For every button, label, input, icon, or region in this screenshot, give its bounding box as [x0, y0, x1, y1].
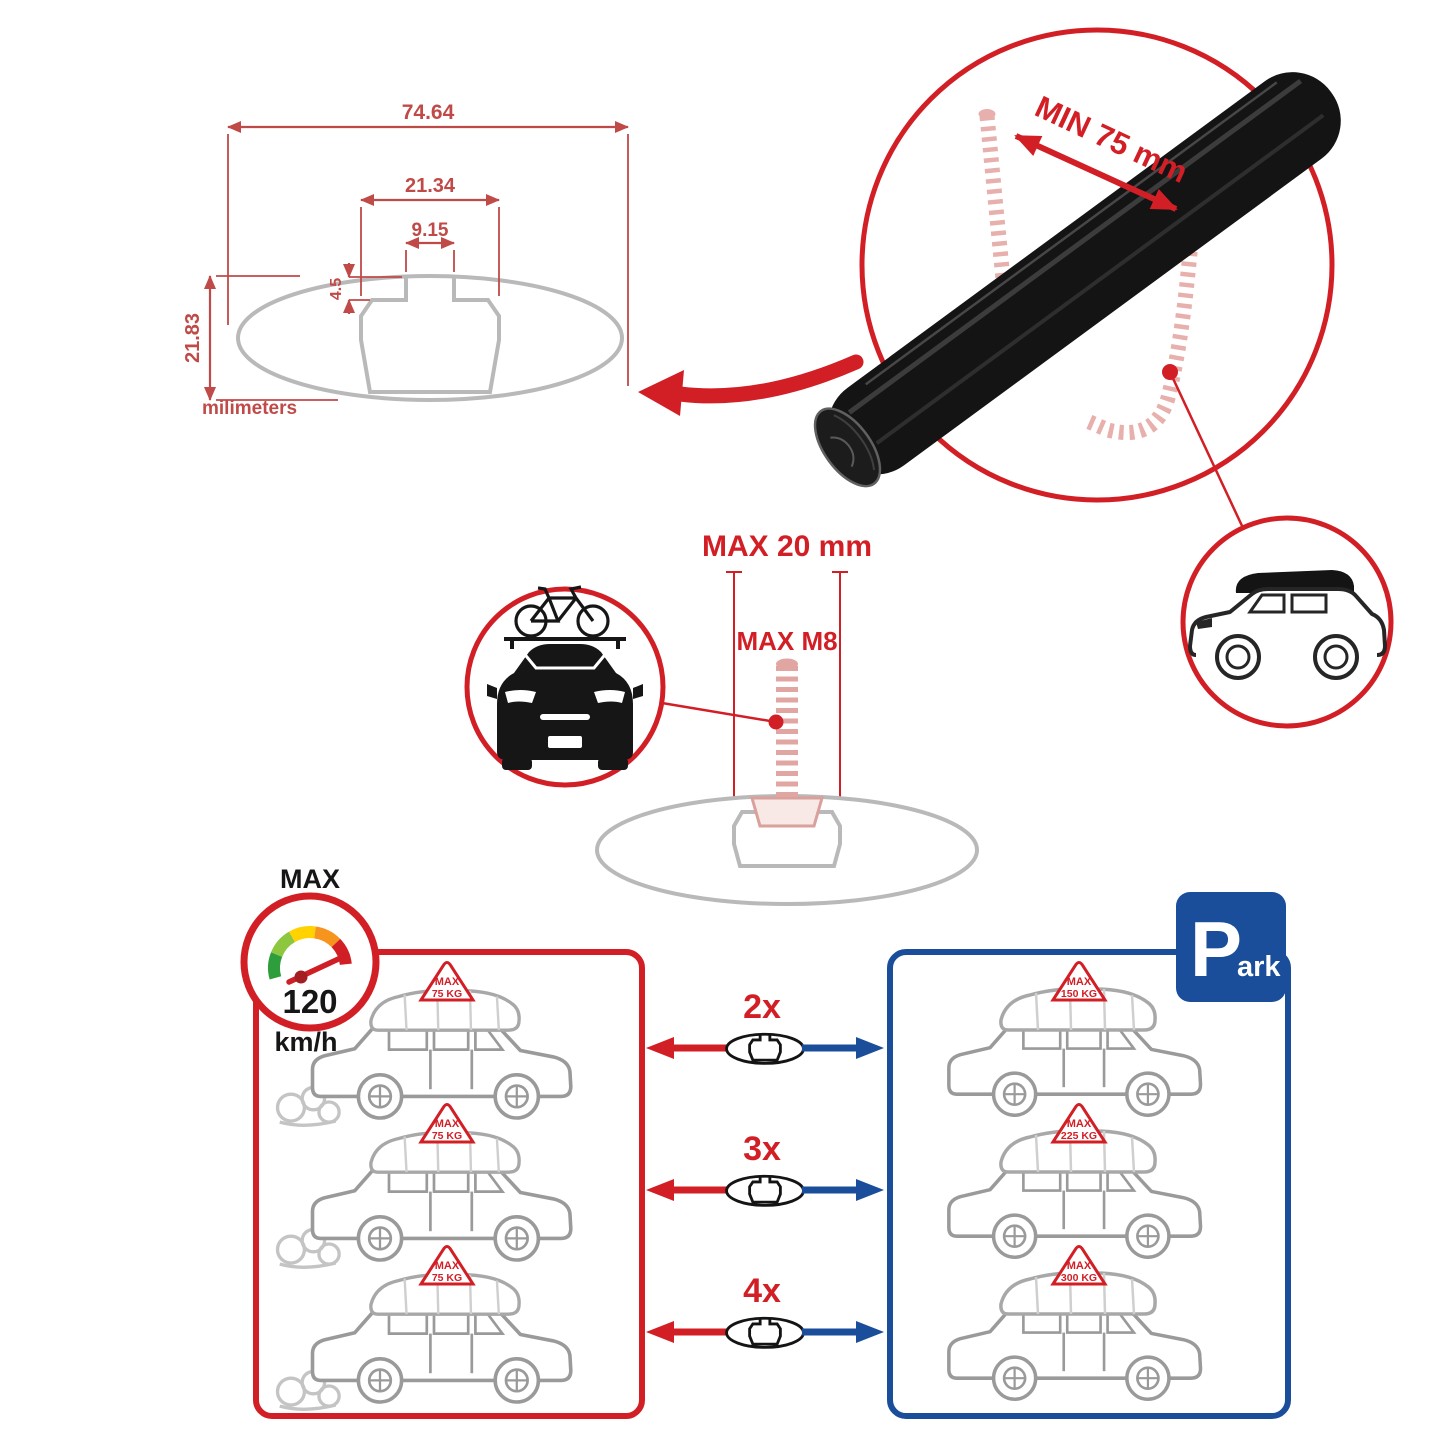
- bolt-detail: MAX 20 mm MAX M8: [464, 530, 979, 906]
- dim-channel-width: 21.34: [405, 175, 456, 197]
- bolt-point-dot: [768, 714, 784, 730]
- max-bolt-length-label: MAX 20 mm: [702, 530, 872, 563]
- load-tag: MAX 75 KG: [418, 1245, 476, 1286]
- tag-max: MAX: [1067, 976, 1092, 988]
- bolt-callout-line: [661, 701, 777, 724]
- tag-weight: 75 KG: [432, 988, 462, 1000]
- parked-car-1: MAX 150 KG: [947, 961, 1203, 1117]
- headlight: [1196, 618, 1212, 629]
- load-tag: MAX 225 KG: [1050, 1103, 1108, 1144]
- bar-profile-ellipse: [236, 274, 624, 402]
- dim-total-width: 74.64: [402, 101, 455, 124]
- bolt-head: [750, 796, 824, 828]
- parked-car-2: MAX 225 KG: [947, 1103, 1203, 1259]
- load-tag: MAX 300 KG: [1050, 1245, 1108, 1286]
- crossbar-profile-icon: [725, 1032, 805, 1065]
- driving-car-3: MAX 75 KG: [275, 1245, 573, 1411]
- multiplier-label: 3x: [743, 1130, 781, 1168]
- headlight-right: [594, 690, 625, 703]
- multiplier-row-3: 4x: [646, 1272, 884, 1349]
- load-tag: MAX 150 KG: [1050, 961, 1108, 1002]
- speed-units: km/h: [274, 1027, 337, 1057]
- dim-total-height: 21.83: [182, 313, 204, 363]
- tag-max: MAX: [435, 976, 460, 988]
- min-grip-arrow: [1014, 133, 1178, 212]
- speed-value: 120: [282, 983, 337, 1020]
- tag-max: MAX: [435, 1118, 460, 1130]
- profile-dimension-drawing: 74.64 21.34 9.15 4.5 21.83 milimeters: [182, 101, 629, 419]
- usage-panels: MAX 120 km/h MAX 75 KG: [240, 864, 1291, 1419]
- gauge-arc: [268, 926, 352, 980]
- dim-slot-width: 9.15: [412, 220, 449, 241]
- right-arrow-icon: [856, 1321, 884, 1343]
- bar-profile-channel: [359, 277, 501, 394]
- tag-weight: 75 KG: [432, 1130, 462, 1142]
- multiplier-label: 2x: [743, 988, 781, 1026]
- parking-sign-p: P: [1190, 905, 1242, 993]
- tag-max: MAX: [1067, 1260, 1092, 1272]
- bar-end-cap: [813, 407, 882, 488]
- speed-limit-gauge: MAX 120 km/h: [240, 864, 380, 1057]
- speed-max-label: MAX: [280, 864, 340, 894]
- bike-on-car-view: [464, 585, 666, 788]
- tag-weight: 75 KG: [432, 1272, 462, 1284]
- tag-weight: 225 KG: [1061, 1130, 1097, 1142]
- units-label: milimeters: [202, 398, 297, 419]
- bicycle-icon: [514, 585, 610, 638]
- suv-roofbox-view: [1180, 515, 1394, 729]
- bolt-dimension-lines: [726, 571, 848, 798]
- faded-profile-channel: [732, 799, 842, 868]
- crossbar-3d: [813, 72, 1341, 488]
- crossbar-profile-icon: [725, 1316, 805, 1349]
- multiplier-label: 4x: [743, 1272, 781, 1310]
- max-thread-label: MAX M8: [736, 626, 837, 656]
- car-front-body: [497, 644, 633, 760]
- right-arrow-icon: [856, 1037, 884, 1059]
- multiplier-row-2: 3x: [646, 1130, 884, 1207]
- tag-max: MAX: [435, 1260, 460, 1272]
- tag-max: MAX: [1067, 1118, 1092, 1130]
- left-arrow-icon: [646, 1179, 674, 1201]
- callout-line: [1168, 371, 1245, 529]
- parking-sign: P ark: [1176, 892, 1286, 1002]
- left-arrow-icon: [646, 1321, 674, 1343]
- right-arrow-icon: [856, 1179, 884, 1201]
- section-pointer-arrow: [638, 354, 864, 416]
- crossbar-profile-icon: [725, 1174, 805, 1207]
- multiplier-row-1: 2x: [646, 988, 884, 1065]
- bar-detail-view: MIN 75 mm: [638, 27, 1394, 729]
- tag-weight: 300 KG: [1061, 1272, 1097, 1284]
- dim-slot-depth: 4.5: [328, 278, 345, 300]
- left-arrow-icon: [646, 1037, 674, 1059]
- driving-car-2: MAX 75 KG: [275, 1103, 573, 1269]
- headlight-left: [505, 690, 536, 703]
- parking-sign-ark: ark: [1237, 951, 1281, 983]
- dimension-lines: [204, 121, 629, 401]
- load-tag: MAX 75 KG: [418, 1103, 476, 1144]
- parked-car-3: MAX 300 KG: [947, 1245, 1203, 1401]
- load-tag: MAX 75 KG: [418, 961, 476, 1002]
- driving-car-1: MAX 75 KG: [275, 961, 573, 1127]
- tag-weight: 150 KG: [1061, 988, 1097, 1000]
